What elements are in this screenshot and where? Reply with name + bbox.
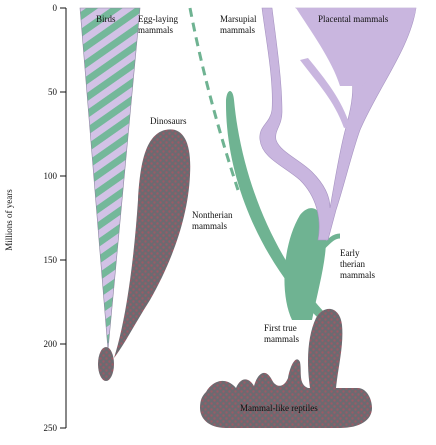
label-birds: Birds: [96, 14, 116, 24]
dinosaurs-shape: [114, 129, 191, 358]
basal-reptile-blob: [98, 347, 114, 381]
axis-tick-label: 100: [44, 171, 58, 181]
axis-tick-label: 150: [44, 255, 58, 265]
nontherian-branch: [225, 91, 324, 318]
label-marsupial-2: mammals: [220, 25, 255, 35]
time-axis: 0 50 100 150 200 250 Millions of years: [4, 3, 67, 433]
label-egg-laying-2: mammals: [138, 25, 173, 35]
axis-tick-label: 50: [48, 87, 58, 97]
early-therian-connector: [320, 233, 341, 250]
early-therian-blob: [284, 208, 326, 320]
label-early-therian-3: mammals: [340, 270, 375, 280]
placental-side-branch: [300, 58, 350, 128]
label-marsupial-1: Marsupial: [220, 14, 257, 24]
label-egg-laying-1: Egg-laying: [138, 14, 178, 24]
label-early-therian-1: Early: [340, 248, 360, 258]
label-dinosaurs: Dinosaurs: [150, 116, 187, 126]
birds-egg-laying-wedge: [79, 7, 141, 351]
label-nontherian-2: mammals: [192, 221, 227, 231]
axis-title: Millions of years: [4, 189, 14, 251]
label-first-true-1: First true: [264, 323, 297, 333]
axis-tick-label: 250: [44, 423, 58, 433]
label-nontherian-1: Nontherian: [192, 210, 233, 220]
axis-tick-label: 200: [44, 339, 58, 349]
label-mammal-like-reptiles: Mammal-like reptiles: [240, 403, 318, 413]
first-true-mammals-stem: [308, 308, 343, 388]
label-placental: Placental mammals: [318, 14, 389, 24]
label-first-true-2: mammals: [264, 334, 299, 344]
mammal-like-reptiles-base: [200, 359, 372, 428]
label-early-therian-2: therian: [340, 259, 365, 269]
extinct-lineage-dashed-line: [188, 7, 240, 191]
placental-cup: [296, 8, 416, 86]
axis-tick-label: 0: [53, 3, 58, 13]
